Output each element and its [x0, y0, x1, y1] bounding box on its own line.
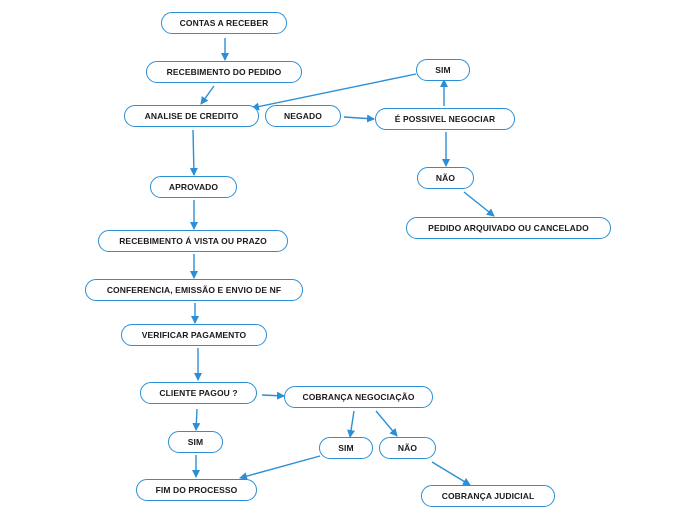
arrow-nao-to-arquivado	[463, 191, 495, 217]
node-cliente-pagou[interactable]: CLIENTE PAGOU ?	[140, 382, 257, 404]
arrow-sim-to-analise	[251, 73, 417, 111]
arrow-nao-cobranca-to-judicial	[431, 461, 471, 486]
arrow-cobranca-to-sim	[347, 410, 356, 438]
node-aprovado[interactable]: APROVADO	[150, 176, 237, 198]
node-cobranca-negociacao[interactable]: COBRANÇA NEGOCIAÇÃO	[284, 386, 433, 408]
node-contas-a-receber[interactable]: CONTAS A RECEBER	[161, 12, 287, 34]
node-analise-de-credito[interactable]: ANALISE DE CREDITO	[124, 105, 259, 127]
arrow-recebimento-to-analise	[200, 85, 215, 105]
node-nao-negociar[interactable]: NÃO	[417, 167, 474, 189]
arrow-cliente-pagou-to-sim	[192, 408, 201, 431]
node-fim-do-processo[interactable]: FIM DO PROCESSO	[136, 479, 257, 501]
node-recebimento-a-vista-ou-prazo[interactable]: RECEBIMENTO Á VISTA OU PRAZO	[98, 230, 288, 252]
arrow-negado-to-possivel	[343, 114, 375, 123]
node-e-possivel-negociar[interactable]: É POSSIVEL NEGOCIAR	[375, 108, 515, 130]
node-sim-cobranca[interactable]: SIM	[319, 437, 373, 459]
arrow-cobranca-to-nao	[375, 410, 398, 437]
node-conferencia-emissao-envio-nf[interactable]: CONFERENCIA, EMISSÃO E ENVIO DE NF	[85, 279, 303, 301]
node-cobranca-judicial[interactable]: COBRANÇA JUDICIAL	[421, 485, 555, 507]
node-pedido-arquivado-ou-cancelado[interactable]: PEDIDO ARQUIVADO OU CANCELADO	[406, 217, 611, 239]
node-negado[interactable]: NEGADO	[265, 105, 341, 127]
node-verificar-pagamento[interactable]: VERIFICAR PAGAMENTO	[121, 324, 267, 346]
arrow-sim-cobranca-to-fim	[239, 455, 321, 481]
node-nao-cobranca[interactable]: NÃO	[379, 437, 436, 459]
node-sim-negociar[interactable]: SIM	[416, 59, 470, 81]
node-recebimento-do-pedido[interactable]: RECEBIMENTO DO PEDIDO	[146, 61, 302, 83]
arrow-cliente-pagou-to-cobranca	[261, 391, 285, 400]
arrow-analise-to-aprovado	[189, 129, 198, 176]
node-sim-pagou[interactable]: SIM	[168, 431, 223, 453]
